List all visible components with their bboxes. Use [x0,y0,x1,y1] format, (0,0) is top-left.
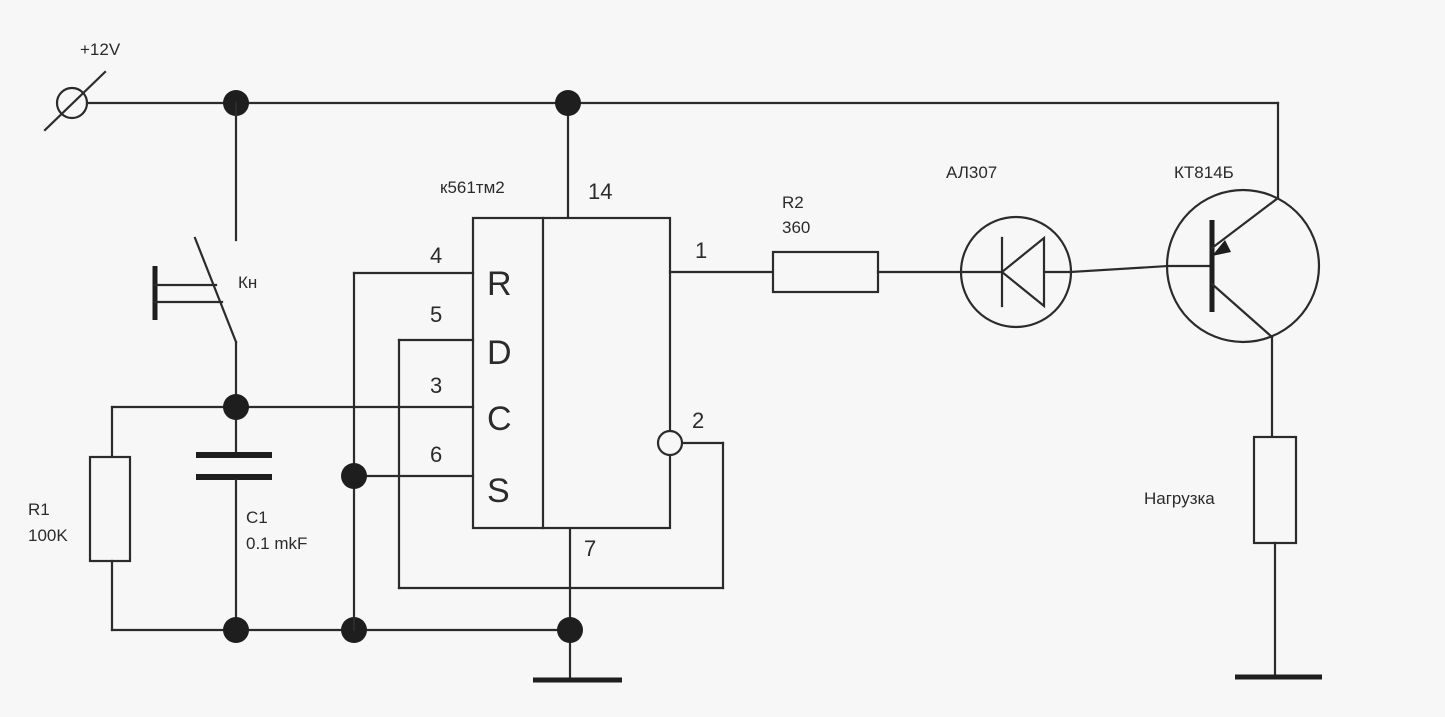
push-button [152,101,238,409]
resistor-r2 [771,250,880,294]
transistor [1165,188,1321,344]
led-to-base-wire [1069,264,1170,274]
pin-1-label: 1 [695,238,707,263]
led-diode [959,215,1073,329]
led-name: АЛ307 [946,163,997,182]
c1-value: 0.1 mkF [246,534,307,553]
input-c-label: C [487,400,512,438]
pin-4-label: 4 [430,243,442,268]
pin-2-label: 2 [692,408,704,433]
junction-dot [341,463,367,489]
r1-name: R1 [28,500,50,519]
load-name: Нагрузка [1144,489,1215,508]
button-label: Кн [238,273,257,292]
trigger-ic [471,216,672,530]
r2-name: R2 [782,193,804,212]
resistor-r1 [88,405,238,632]
pin-14-label: 14 [588,179,612,204]
c1-name: C1 [246,508,268,527]
pin-5-label: 5 [430,302,442,327]
junction-dot [223,617,249,643]
junction-dot [223,394,249,420]
input-s-label: S [487,472,510,510]
supply-terminal [43,70,107,132]
transistor-name: КТ814Б [1174,163,1234,182]
pin-6-label: 6 [430,442,442,467]
input-d-label: D [487,334,512,372]
pin-7-label: 7 [584,536,596,561]
supply-label: +12V [80,40,121,59]
load-resistor [1252,435,1298,545]
input-r-label: R [487,265,512,303]
inverted-output-bubble [656,429,684,457]
r1-value: 100K [28,526,68,545]
junction-dot [555,90,581,116]
pin-3-label: 3 [430,373,442,398]
junction-dot [557,617,583,643]
ic-name: к561тм2 [440,178,505,197]
r2-value: 360 [782,218,810,237]
